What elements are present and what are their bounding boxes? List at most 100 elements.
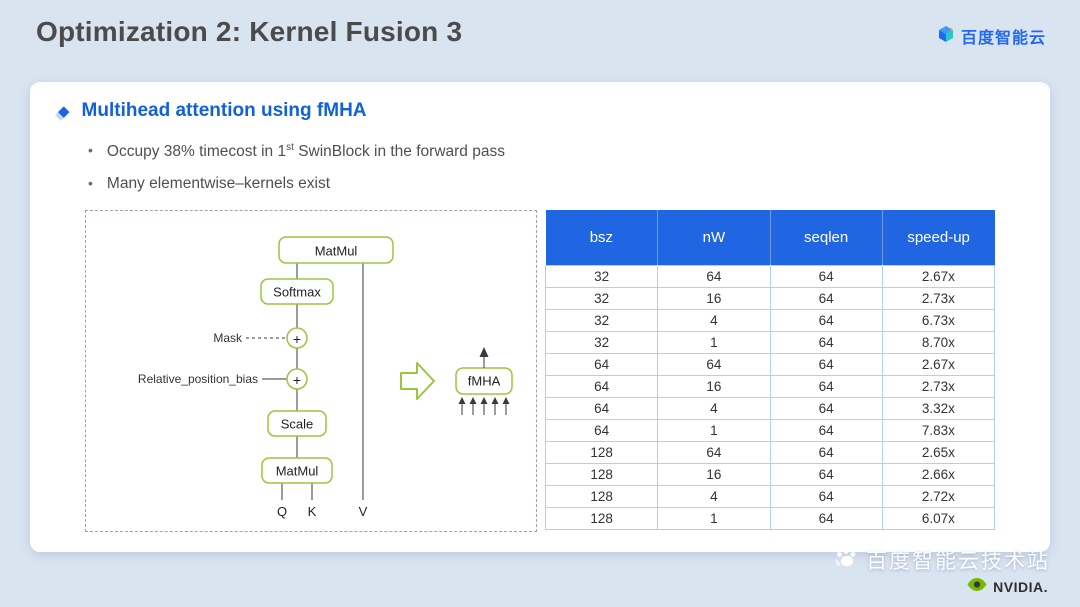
mask-plus-sign: +	[293, 331, 301, 347]
bullet-text-2: Many elementwise–kernels exist	[106, 175, 331, 192]
table-cell: 2.72x	[881, 484, 996, 508]
table-cell: 32	[544, 308, 659, 332]
fusion-arrow-icon	[400, 362, 435, 400]
table-cell: 64	[769, 462, 883, 486]
table-cell: 64	[769, 418, 883, 442]
matmul-bottom-box	[261, 457, 333, 484]
table-cell: 1	[657, 418, 771, 442]
softmax-label: Softmax	[273, 285, 321, 300]
bullet-dot-icon: •	[88, 175, 93, 191]
table-header-cell-speedup: speed-up	[882, 210, 995, 265]
table-cell: 1	[657, 330, 771, 354]
table-cell: 64	[544, 374, 659, 398]
table-cell: 2.66x	[881, 462, 996, 486]
attention-diagram: MatMul Softmax + + Scale MatMul Q K V fM…	[85, 210, 537, 532]
paw-icon	[834, 545, 858, 575]
fmha-output-arrowhead-icon	[479, 347, 489, 357]
table-cell: 8.70x	[881, 330, 996, 354]
content-card: ◆ Multihead attention using fMHA • Occup…	[30, 82, 1050, 552]
table-cell: 16	[657, 462, 771, 486]
matmul-top-label: MatMul	[315, 244, 358, 259]
rpb-label: Relative_position_bias	[138, 372, 258, 386]
k-label: K	[308, 504, 317, 519]
table-cell: 2.73x	[881, 374, 996, 398]
table-cell: 32	[544, 330, 659, 354]
nvidia-text: NVIDIA.	[993, 579, 1048, 595]
table-cell: 4	[657, 484, 771, 508]
bullet-text-1: Occupy 38% timecost in 1st SwinBlock in …	[106, 142, 505, 161]
table-cell: 2.73x	[881, 286, 996, 310]
brand-cube-icon	[937, 25, 955, 48]
matmul-bottom-label: MatMul	[276, 464, 319, 479]
table-cell: 2.67x	[881, 352, 996, 376]
table-cell: 64	[769, 286, 883, 310]
nvidia-logo: NVIDIA.	[966, 577, 1048, 597]
brand-name: 百度智能云	[960, 30, 1046, 47]
table-header-cell-nw: nW	[657, 210, 771, 265]
mask-add-circle	[286, 327, 308, 349]
q-label: Q	[277, 504, 287, 519]
table-cell: 64	[769, 308, 883, 332]
table-header-cell-bsz: bsz	[545, 210, 659, 265]
table-cell: 7.83x	[881, 418, 996, 442]
table-cell: 64	[657, 352, 771, 376]
table-cell: 64	[769, 374, 883, 398]
scale-box	[267, 410, 327, 437]
attention-diagram-svg: MatMul Softmax + + Scale MatMul Q K V fM…	[138, 236, 513, 519]
table-cell: 6.07x	[881, 506, 996, 530]
bullet-item-1: • Occupy 38% timecost in 1st SwinBlock i…	[88, 142, 505, 161]
fmha-input-arrows	[461, 403, 507, 415]
rpb-plus-sign: +	[293, 372, 301, 388]
table-cell: 64	[657, 440, 771, 464]
table-cell: 4	[657, 308, 771, 332]
section-heading-text: Multihead attention using fMHA	[81, 100, 367, 121]
table-cell: 2.65x	[881, 440, 996, 464]
table-cell: 4	[657, 396, 771, 420]
table-cell: 3.32x	[881, 396, 996, 420]
bullet-item-2: • Many elementwise–kernels exist	[88, 175, 330, 193]
table-cell: 128	[544, 506, 659, 530]
watermark-text: 百度智能云技术站	[866, 550, 1050, 573]
rpb-add-circle	[286, 368, 308, 390]
table-cell: 1	[657, 506, 771, 530]
table-cell: 32	[544, 286, 659, 310]
table-cell: 64	[544, 352, 659, 376]
matmul-top-box	[278, 236, 394, 264]
bullet-dot-icon: •	[88, 142, 93, 158]
table-cell: 64	[769, 440, 883, 464]
brand-logo: 百度智能云	[937, 24, 1046, 48]
fmha-label: fMHA	[468, 374, 501, 389]
watermark: 百度智能云技术站	[834, 545, 1050, 575]
fmha-input-arrowheads	[458, 397, 510, 404]
table-cell: 64	[544, 418, 659, 442]
table-cell: 16	[657, 286, 771, 310]
table-cell: 64	[769, 264, 883, 288]
table-cell: 64	[769, 330, 883, 354]
slide-title: Optimization 2: Kernel Fusion 3	[36, 16, 463, 47]
table-cell: 32	[544, 264, 659, 288]
table-cell: 16	[657, 374, 771, 398]
table-cell: 64	[769, 396, 883, 420]
softmax-box	[260, 278, 334, 305]
table-cell: 2.67x	[881, 264, 996, 288]
table-cell: 64	[769, 352, 883, 376]
nvidia-eye-icon	[966, 577, 988, 597]
section-heading: ◆ Multihead attention using fMHA	[58, 100, 367, 122]
v-label: V	[359, 504, 368, 519]
mask-label: Mask	[213, 331, 243, 345]
scale-label: Scale	[281, 417, 314, 432]
table-header-cell-seqlen: seqlen	[770, 210, 883, 265]
table-cell: 64	[769, 506, 883, 530]
table-cell: 128	[544, 462, 659, 486]
